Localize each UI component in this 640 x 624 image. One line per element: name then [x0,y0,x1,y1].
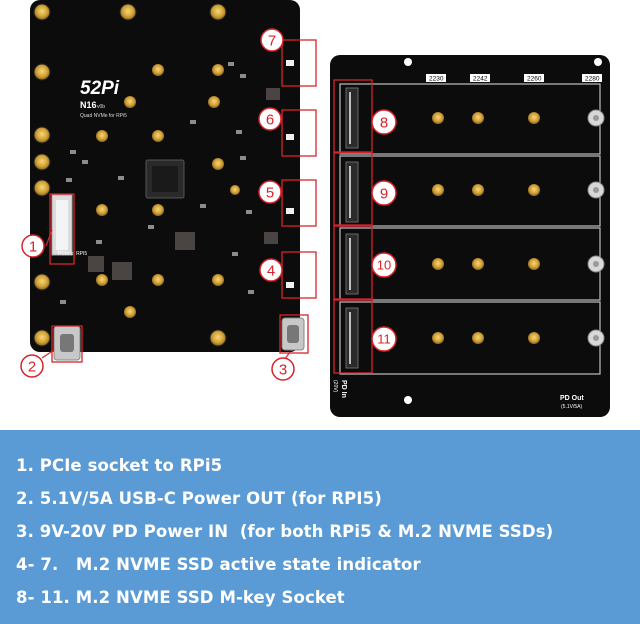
legend-item: 1. PCIe socket to RPi5 [16,456,223,475]
callout-number: 6 [266,112,274,129]
pd-in-sub: (20V) [332,380,338,393]
size-label: 2280 [585,76,600,83]
ssd-act-label: SSD ACT 1 [302,256,308,282]
pd-out-sub: (5.1V/5A) [561,404,582,410]
logo-text: 52Pi [80,78,120,99]
pcie-silk-text: PCIe to RPI5 [58,251,87,257]
legend-item: 8- 11. M.2 NVME SSD M-key Socket [16,588,345,607]
ssd-act-label: SSD ACT 4 [302,58,308,84]
legend-item: 3. 9V-20V PD Power IN (for both RPi5 & M… [16,522,554,541]
version-text: v0b [97,104,105,110]
pd-in-label: PD In [340,380,347,398]
size-label: 2230 [429,76,444,83]
size-label: 2260 [527,76,542,83]
ssd-act-label: SSD ACT 3 [302,115,308,141]
callout-number: 3 [279,362,287,379]
legend-item: 4- 7. M.2 NVME SSD active state indicato… [16,555,421,574]
legend-panel: 1. PCIe socket to RPi5 2. 5.1V/5A USB-C … [0,430,640,624]
subtitle-text: Quad NVMe for RPi5 [80,113,127,119]
right-board: 2230 2242 2260 2280 [330,55,610,417]
callout-markers: 1 2 3 4 5 6 7 8 9 10 11 [20,28,397,381]
board-photo: 52Pi N16 v0b Quad NVMe for RPi5 PCIe to … [20,0,610,417]
callout-number: 11 [377,332,391,347]
callout-number: 9 [380,186,388,203]
callout-number: 10 [377,258,391,273]
size-label: 2242 [473,76,488,83]
model-text: N16 [80,100,97,110]
callout-number: 7 [268,33,276,50]
ssd-act-label: SSD ACT 2 [302,186,308,212]
callout-boxes [49,39,373,374]
pd-out-label: PD Out [560,395,584,402]
left-board: 52Pi N16 v0b Quad NVMe for RPi5 PCIe to … [30,0,308,361]
callout-number: 5 [266,185,274,202]
callout-number: 4 [267,263,275,280]
legend-item: 2. 5.1V/5A USB-C Power OUT (for RPI5) [16,489,382,508]
callout-number: 2 [28,359,36,376]
callout-number: 8 [380,115,388,132]
callout-number: 1 [29,239,37,256]
